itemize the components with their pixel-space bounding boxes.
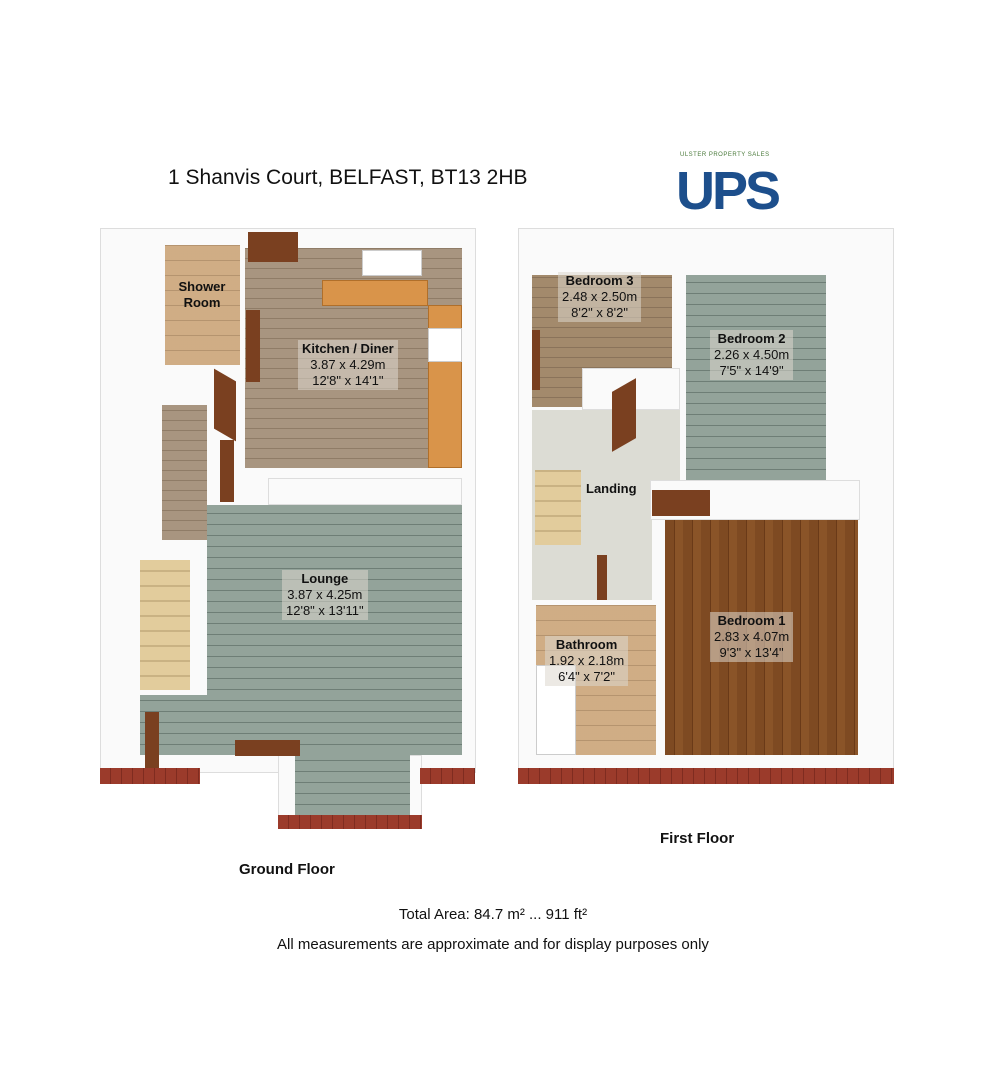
staircase (140, 560, 190, 690)
logo-mark: UPS (676, 161, 781, 221)
porch-floor (295, 755, 410, 815)
total-area: Total Area: 84.7 m² ... 911 ft² (398, 906, 588, 923)
landing-label: Landing (586, 481, 637, 496)
disclaimer: All measurements are approximate and for… (277, 936, 709, 953)
brick-edge (420, 768, 475, 784)
brick-edge (278, 815, 422, 829)
ground-floor-title: Ground Floor (239, 861, 335, 878)
kitchen-counter (322, 280, 428, 306)
front-door (235, 740, 300, 756)
door (220, 440, 234, 502)
property-address: 1 Shanvis Court, BELFAST, BT13 2HB (168, 166, 528, 189)
ups-logo: ULSTER PROPERTY SALES UPS (676, 152, 806, 224)
door (246, 310, 260, 382)
logo-tagline: ULSTER PROPERTY SALES (680, 152, 770, 158)
door (145, 712, 159, 772)
brick-edge (100, 768, 200, 784)
first-floor-title: First Floor (660, 830, 735, 847)
brick-edge (518, 768, 894, 784)
door (532, 330, 540, 390)
door (652, 490, 710, 516)
lounge-floor (207, 505, 462, 755)
shower-room-floor (165, 245, 240, 365)
shower-room-label: Shower Room (178, 279, 226, 310)
staircase (535, 470, 581, 545)
door (248, 232, 298, 262)
door (597, 555, 607, 600)
lounge-wall (268, 478, 462, 505)
hall-floor (162, 405, 207, 540)
hob-icon (428, 328, 462, 362)
sink-icon (362, 250, 422, 276)
